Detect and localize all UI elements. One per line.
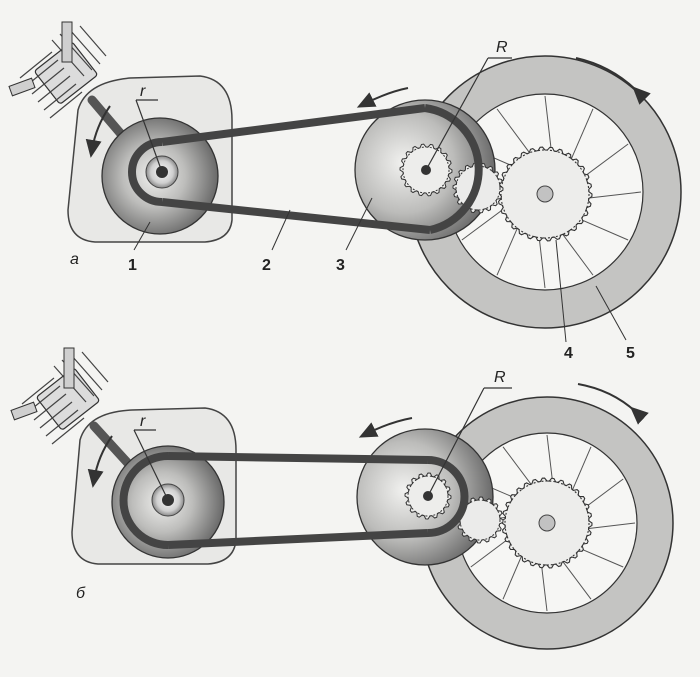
direction-arrow-icon (575, 57, 651, 105)
part-label-3: 3 (336, 257, 345, 274)
part-label-4: 4 (564, 345, 573, 362)
diagram-a: а r R 1 2 3 4 5 (8, 21, 682, 362)
diagram-b: б r R (10, 347, 674, 650)
part-label-1: 1 (128, 257, 137, 274)
small-radius-line (133, 429, 169, 501)
part-label-2: 2 (262, 257, 271, 274)
engine-cylinder-icon (10, 347, 161, 499)
direction-arrow-icon (356, 87, 409, 108)
direction-arrow-icon (85, 105, 111, 158)
large-radius-line (425, 57, 489, 171)
drive-belt (119, 452, 469, 549)
variant-label-b: б (76, 585, 86, 602)
direction-arrow-icon (87, 435, 113, 488)
direction-arrow-icon (358, 417, 413, 438)
part-label-5: 5 (626, 345, 635, 362)
small-radius-label: r (140, 413, 146, 430)
large-radius-line (427, 387, 485, 497)
variant-label-a: а (70, 251, 79, 268)
direction-arrow-icon (577, 383, 649, 425)
drive-belt (128, 104, 483, 234)
small-radius-label: r (140, 83, 146, 100)
large-radius-label: R (496, 39, 508, 56)
large-radius-label: R (494, 369, 506, 386)
small-radius-line (135, 99, 163, 173)
